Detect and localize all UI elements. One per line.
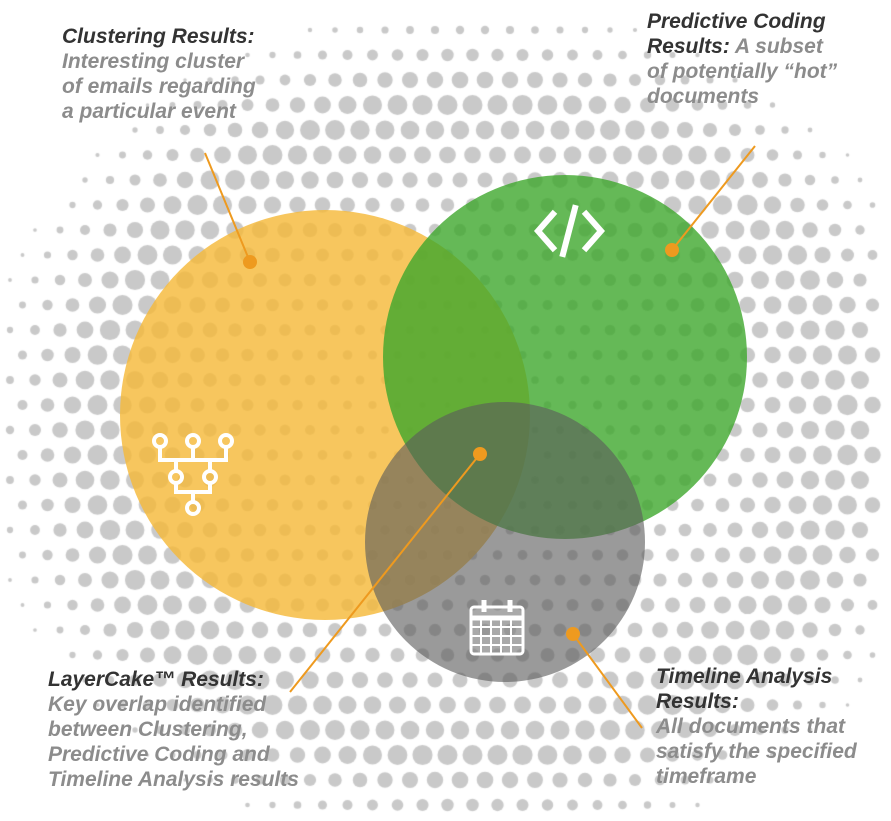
layercake-callout: LayerCake™ Results: Key overlap identifi… (48, 667, 299, 792)
timeline-marker (566, 627, 580, 641)
calendar-icon (469, 600, 525, 656)
timeline-analysis-circle (365, 402, 645, 682)
timeline-body-line-2: satisfy the specified (656, 740, 857, 763)
clustering-heading: Clustering Results: (62, 25, 255, 48)
predictive-body-line-2: documents (647, 85, 760, 108)
predictive-leader-line (671, 145, 756, 251)
layercake-body-line-2: between Clustering, (48, 718, 248, 741)
layercake-marker (473, 447, 487, 461)
timeline-body-line-1: All documents that (656, 715, 846, 738)
layercake-body-line-1: Key overlap identified (48, 693, 267, 716)
timeline-callout: Timeline Analysis Results: All documents… (656, 664, 857, 789)
layercake-body-line-4: Timeline Analysis results (48, 768, 299, 791)
layercake-leader-line (289, 453, 481, 693)
layercake-body-line-3: Predictive Coding and (48, 743, 270, 766)
clustering-callout: Clustering Results: Interesting cluster … (62, 24, 256, 124)
code-brackets-icon (533, 204, 606, 258)
predictive-heading-line-2: Results: (647, 35, 730, 58)
timeline-heading-line-2: Results: (656, 690, 739, 713)
layercake-heading: LayerCake™ Results: (48, 668, 264, 691)
clustering-leader-line (204, 152, 251, 263)
predictive-body-inline: A subset (729, 35, 823, 58)
hierarchy-tree-icon (152, 433, 234, 516)
clustering-body-line-1: Interesting cluster (62, 50, 245, 73)
clustering-marker (243, 255, 257, 269)
timeline-body-line-3: timeframe (656, 765, 757, 788)
predictive-callout: Predictive Coding Results: A subset of p… (647, 9, 837, 109)
predictive-body-line-1: of potentially “hot” (647, 60, 838, 83)
clustering-body-line-2: of emails regarding (62, 75, 256, 98)
timeline-heading-line-1: Timeline Analysis (656, 665, 833, 688)
predictive-heading-line-1: Predictive Coding (647, 10, 826, 33)
predictive-marker (665, 243, 679, 257)
clustering-body-line-3: a particular event (62, 100, 236, 123)
timeline-leader-line (572, 633, 643, 729)
